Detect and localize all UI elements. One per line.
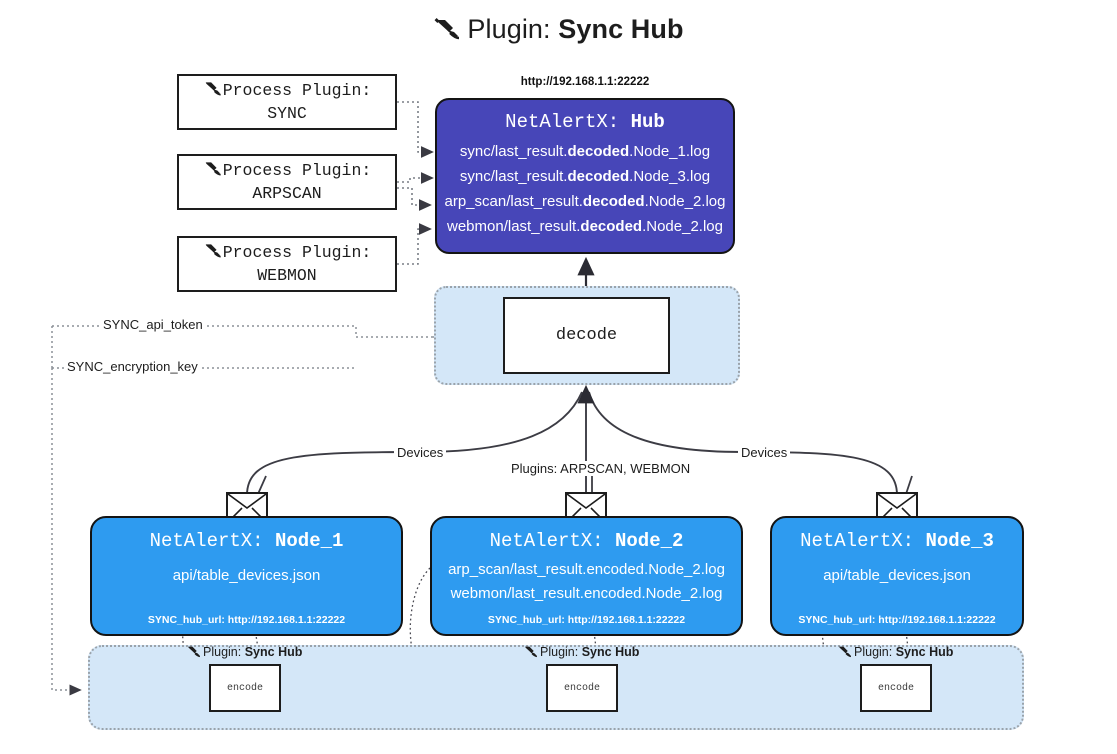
node-line: api/table_devices.json [823,567,971,584]
node-3[interactable]: NetAlertX: Node_3 api/table_devices.json… [770,516,1024,636]
plug-icon [203,80,222,103]
decode-box[interactable]: decode [503,297,670,374]
plug-icon [203,242,222,265]
process-plugin-name: ARPSCAN [252,183,322,203]
encode-plugin-label-2: Plugin: Sync Hub [523,645,639,661]
node-2[interactable]: NetAlertX: Node_2 arp_scan/last_result.e… [430,516,743,636]
hub-url: http://192.168.1.1:22222 [520,76,650,88]
node-footer: SYNC_hub_url: http://192.168.1.1:22222 [487,614,686,626]
encode-box-1[interactable]: encode [209,664,281,712]
page-title: Plugin: Sync Hub [0,14,1117,48]
node-line: api/table_devices.json [172,567,321,584]
node-1[interactable]: NetAlertX: Node_1 api/table_devices.json… [90,516,403,636]
hub-title: NetAlertX: Hub [437,111,733,133]
node-line: arp_scan/last_result.encoded.Node_2.log [448,561,725,578]
plug-icon [837,645,852,661]
node-line: webmon/last_result.encoded.Node_2.log [450,585,723,603]
edge-label-devices-right: Devices [738,445,791,460]
setting-encryption-key: SYNC_encryption_key [64,359,201,374]
process-plugin-sync[interactable]: Process Plugin: SYNC [177,74,397,130]
encode-box-2[interactable]: encode [546,664,618,712]
node-title: NetAlertX: Node_1 [149,530,344,552]
process-plugin-label: Process Plugin: [222,81,372,101]
node-footer: SYNC_hub_url: http://192.168.1.1:22222 [798,614,996,626]
node-title: NetAlertX: Node_2 [489,530,684,552]
hub-log-line: sync/last_result.decoded.Node_3.log [459,167,711,185]
node-footer: SYNC_hub_url: http://192.168.1.1:22222 [147,614,346,626]
encode-plugin-label-1: Plugin: Sync Hub [186,645,302,661]
edge-label-devices-left: Devices [394,445,447,460]
hub-log-line: arp_scan/last_result.decoded.Node_2.log [444,192,726,210]
page-title-name: Sync Hub [558,14,684,44]
hub-log-line: sync/last_result.decoded.Node_1.log [459,143,711,160]
hub-title-name: Hub [630,111,665,133]
node-title: NetAlertX: Node_3 [800,530,994,552]
encode-plugin-label-3: Plugin: Sync Hub [837,645,953,661]
plug-icon [203,160,222,183]
encode-box-3[interactable]: encode [860,664,932,712]
process-plugin-name: WEBMON [257,265,317,285]
plug-icon [433,17,461,48]
hub-title-prefix: NetAlertX: [505,111,620,133]
plug-icon [186,645,201,661]
process-plugin-name: SYNC [267,103,307,123]
node-line-list: arp_scan/last_result.encoded.Node_2.log … [432,558,741,607]
hub-log-line: webmon/last_result.decoded.Node_2.log [447,217,723,235]
edge-label-plugins: Plugins: ARPSCAN, WEBMON [508,461,694,476]
process-plugin-webmon[interactable]: Process Plugin: WEBMON [177,236,397,292]
process-plugin-label: Process Plugin: [222,243,372,263]
setting-api-token: SYNC_api_token [100,317,206,332]
hub-log-list: sync/last_result.decoded.Node_1.log sync… [437,140,733,240]
process-plugin-arpscan[interactable]: Process Plugin: ARPSCAN [177,154,397,210]
process-plugin-label: Process Plugin: [222,161,372,181]
node-line-list: api/table_devices.json [92,564,401,588]
page-title-prefix: Plugin: [467,14,551,44]
node-line-list: api/table_devices.json [772,564,1022,588]
plug-icon [523,645,538,661]
hub-node[interactable]: NetAlertX: Hub sync/last_result.decoded.… [435,98,735,254]
